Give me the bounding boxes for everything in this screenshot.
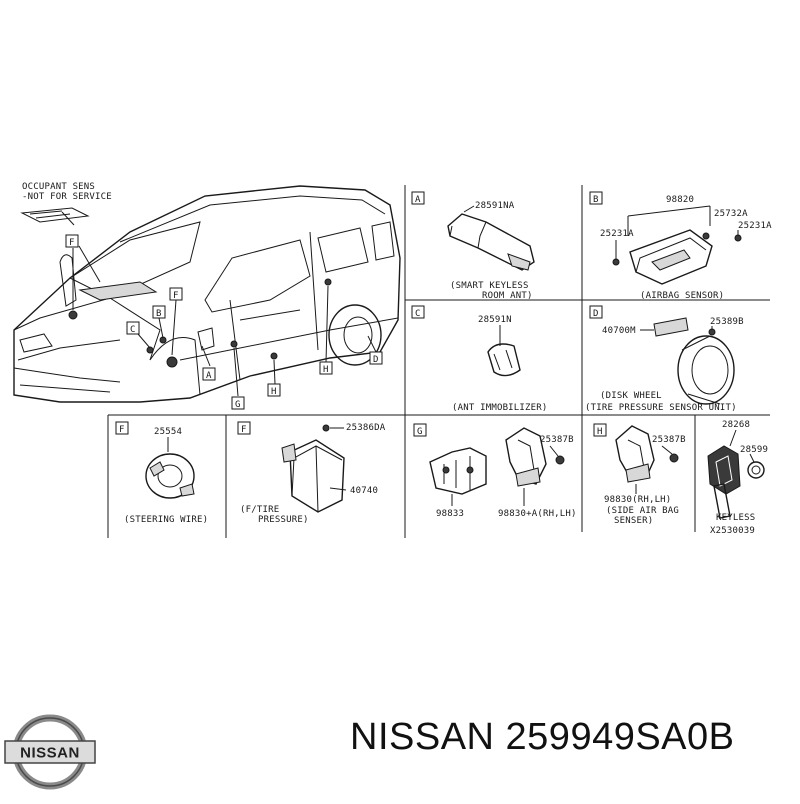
part-number: 98833 (436, 509, 464, 519)
panel-g-airbag-sensor: G 25387B 98833 98830+A(RH,LH) (413, 423, 577, 519)
callout-f-occupant (65, 234, 79, 248)
panel-letter: D (593, 309, 598, 319)
callout-g (231, 396, 245, 410)
panel-letter: H (597, 427, 602, 437)
caption-line: (ANT IMMOBILIZER) (452, 403, 548, 413)
part-number: 25231A (738, 221, 772, 231)
part-number: 25387B (540, 435, 574, 445)
part-number: 28591NA (475, 201, 515, 211)
panel-a-smart-keyless-antenna: A 28591NA (SMART KEYLESS ROOM ANT) (411, 191, 535, 301)
part-number: 98820 (666, 195, 694, 205)
caption-line: (F/TIRE (240, 505, 279, 515)
occupant-note-line2: -NOT FOR SERVICE (22, 192, 112, 202)
part-number: 25732A (714, 209, 748, 219)
callout-letter: H (271, 387, 276, 397)
caption-line: (AIRBAG SENSOR) (640, 291, 724, 301)
callout-h-left (267, 383, 281, 397)
panel-letter: F (241, 425, 246, 435)
panel-b-airbag-sensor: B 98820 25732A 25231A 25231A (AIRBAG SEN… (589, 191, 772, 301)
panel-letter: G (417, 427, 422, 437)
part-number: 98830(RH,LH) (604, 495, 671, 505)
part-number: 25389B (710, 317, 744, 327)
callout-letter: F (173, 291, 178, 301)
part-number: 25387B (652, 435, 686, 445)
part-number: 25554 (154, 427, 182, 437)
part-number: 28599 (740, 445, 768, 455)
callout-d (369, 351, 383, 365)
panel-letter: B (593, 195, 598, 205)
callout-c (126, 321, 140, 335)
logo-text: NISSAN (20, 745, 80, 762)
part-title: NISSAN 259949SA0B (350, 716, 735, 758)
caption-line: (DISK WHEEL (600, 391, 662, 401)
panel-f-tire-pressure: F 25386DA 40740 (F/TIRE PRESSURE) (237, 421, 386, 525)
panel-letter: A (415, 195, 421, 205)
callout-letter: D (373, 355, 378, 365)
part-number: 25231A (600, 229, 634, 239)
callout-letter: A (206, 371, 212, 381)
part-number: 28268 (722, 420, 750, 430)
panel-f-steering-wire: F 25554 (STEERING WIRE) (115, 421, 208, 525)
caption-line: (TIRE PRESSURE SENSOR UNIT) (585, 403, 737, 413)
callout-f-steering (169, 287, 183, 301)
caption-line: (SIDE AIR BAG (606, 506, 679, 516)
panel-letter: F (119, 425, 124, 435)
callout-h-right (319, 361, 333, 375)
panel-c-antenna-immobilizer: C 28591N (ANT IMMOBILIZER) (411, 305, 548, 413)
part-number: 40700M (602, 326, 636, 336)
caption-line: ROOM ANT) (482, 291, 533, 301)
callout-letter: G (235, 400, 240, 410)
caption-line: KEYLESS (716, 513, 755, 523)
part-number: 98830+A(RH,LH) (498, 509, 577, 519)
occupant-note-line1: OCCUPANT SENS (22, 182, 95, 192)
caption-line: (STEERING WIRE) (124, 515, 208, 525)
panel-letter: C (415, 309, 420, 319)
part-number: 28591N (478, 315, 512, 325)
drawing-number: X2530039 (710, 526, 755, 536)
caption-line: (SMART KEYLESS (450, 281, 529, 291)
callout-letter: B (156, 309, 161, 319)
panel-keyless: 28268 28599 KEYLESS X2530039 (707, 420, 768, 536)
part-number: 25386DA (346, 423, 386, 433)
callout-letter: F (69, 238, 74, 248)
caption-line: SENSER) (614, 516, 653, 526)
callout-a (202, 367, 216, 381)
panel-d-tire-pressure-sensor: D 40700M 25389B (DISK WHEEL (TIRE PRESSU… (585, 305, 744, 413)
van-overview: OCCUPANT SENS -NOT FOR SERVICE (13, 182, 401, 410)
callout-letter: H (323, 365, 328, 375)
callout-b (152, 305, 166, 319)
callout-letter: C (130, 325, 135, 335)
nissan-logo: NISSAN (4, 710, 96, 794)
caption-line: PRESSURE) (258, 515, 309, 525)
part-number: 40740 (350, 486, 378, 496)
panel-grid (107, 185, 770, 538)
panel-h-side-airbag-sensor: H 25387B 98830(RH,LH) (SIDE AIR BAG SENS… (593, 423, 686, 526)
nissan-logo-icon: NISSAN (4, 714, 96, 790)
